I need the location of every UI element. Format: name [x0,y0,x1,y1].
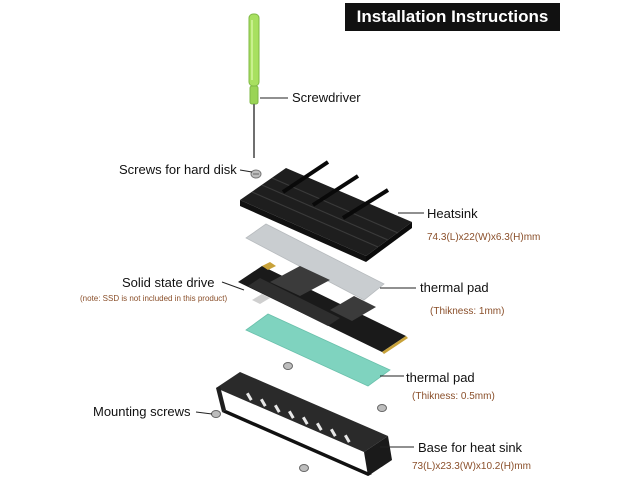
thermal-pad-bottom-illustration [245,313,391,387]
mounting-screw-illustrations [211,362,387,472]
screws-hard-disk-label: Screws for hard disk [119,162,237,177]
leader-lines [195,97,424,448]
screwdriver-label: Screwdriver [292,90,361,105]
base-label: Base for heat sink [418,440,523,455]
thermal-pad-top-label: thermal pad [420,280,489,295]
base-spec: 73(L)x23.3(W)x10.2(H)mm [412,461,531,472]
hard-disk-screw-illustration [250,169,262,179]
thermal-pad-bottom-spec: (Thikness: 0.5mm) [412,391,495,402]
thermal-pad-top-spec: (Thikness: 1mm) [430,306,505,317]
mounting-screws-label: Mounting screws [93,404,191,419]
screwdriver-illustration [248,13,260,158]
thermal-pad-bottom-label: thermal pad [406,370,475,385]
ssd-note: (note: SSD is not included in this produ… [80,294,228,303]
ssd-illustration [238,262,408,354]
heatsink-spec: 74.3(L)x22(W)x6.3(H)mm [427,232,541,243]
heatsink-label: Heatsink [427,206,478,221]
page-title: Installation Instructions [345,3,560,31]
base-illustration [216,372,392,476]
heatsink-illustration [240,160,412,262]
ssd-label: Solid state drive [122,275,215,290]
